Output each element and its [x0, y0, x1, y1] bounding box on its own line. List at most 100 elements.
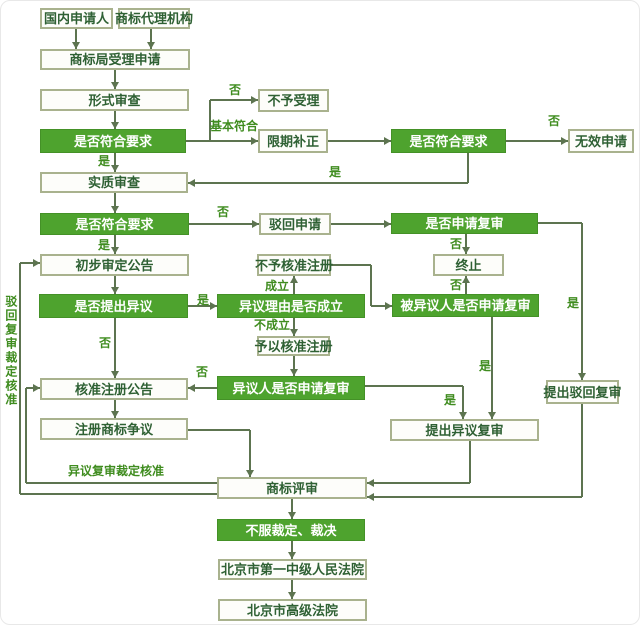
- arrow-head-icon: [111, 371, 119, 378]
- connector-line: [75, 29, 77, 49]
- node-domestic-applicant: 国内申请人: [40, 8, 113, 29]
- connector-line: [114, 111, 116, 129]
- connector-line: [465, 234, 467, 254]
- label-no-terminate-lower: 否: [449, 278, 463, 293]
- node-not-accepted: 不予受理: [258, 89, 329, 112]
- node-refuse-approve-registration: 不予核准注册: [255, 254, 333, 276]
- connector-line: [114, 276, 116, 294]
- arrow-head-icon: [111, 411, 119, 418]
- arrow-head-icon: [462, 247, 470, 254]
- node-file-rejection-review: 提出驳回复审: [544, 380, 622, 404]
- node-meets-requirements-1: 是否符合要求: [40, 129, 186, 153]
- connector-line: [331, 264, 371, 266]
- connector-line: [538, 222, 582, 224]
- connector-line: [370, 265, 372, 306]
- arrow-head-icon: [462, 276, 470, 283]
- label-yes-preliminary: 是: [97, 238, 111, 253]
- connector-line: [581, 404, 583, 497]
- node-substantive-examination: 实质审查: [40, 172, 188, 193]
- connector-line: [20, 262, 40, 264]
- connector-line: [293, 276, 295, 294]
- arrow-head-icon: [188, 384, 195, 392]
- arrow-head-icon: [459, 412, 467, 419]
- label-no-not-accepted: 否: [228, 83, 242, 98]
- connector-line: [188, 305, 217, 307]
- connector-line: [293, 356, 295, 376]
- arrow-head-icon: [367, 479, 374, 487]
- label-no-left: 否: [195, 365, 209, 380]
- connector-line: [581, 223, 583, 380]
- arrow-head-icon: [251, 96, 258, 104]
- arrow-head-icon: [288, 592, 296, 599]
- arrow-head-icon: [384, 220, 391, 228]
- node-office-accept-application: 商标局受理申请: [40, 49, 190, 70]
- label-yes-opposition: 是: [196, 293, 210, 308]
- connector-line: [150, 29, 152, 49]
- connector-line: [26, 482, 217, 484]
- connector-line: [114, 235, 116, 254]
- connector-line: [188, 387, 217, 389]
- connector-line: [114, 70, 116, 89]
- node-respondent-whether-apply-review: 被异议人是否申请复审: [392, 294, 539, 317]
- connector-line: [291, 580, 293, 599]
- arrow-head-icon: [111, 206, 119, 213]
- label-no-terminate-upper: 否: [449, 237, 463, 252]
- arrow-head-icon: [33, 259, 40, 267]
- connector-line: [188, 429, 250, 431]
- connector-line: [210, 140, 258, 142]
- arrow-head-icon: [488, 412, 496, 419]
- node-file-opposition-review: 提出异议复审: [390, 419, 539, 441]
- connector-line: [371, 305, 392, 307]
- label-not-established: 不成立: [253, 318, 291, 333]
- arrow-head-icon: [246, 470, 254, 477]
- arrow-head-icon: [290, 329, 298, 336]
- arrow-head-icon: [147, 42, 155, 49]
- node-formal-examination: 形式审查: [40, 89, 189, 111]
- label-opposition-review-ruling-approved: 异议复审裁定核准: [67, 464, 165, 479]
- node-invalid-application: 无效申请: [568, 129, 634, 153]
- connector-line: [114, 400, 116, 418]
- connector-line: [189, 223, 259, 225]
- arrow-head-icon: [251, 137, 258, 145]
- node-beijing-first-intermediate-court: 北京市第一中级人民法院: [218, 559, 367, 580]
- label-no-announcement: 否: [98, 336, 112, 351]
- node-opposition-grounds-established: 异议理由是否成立: [217, 294, 365, 318]
- arrow-head-icon: [33, 384, 40, 392]
- connector-line: [367, 496, 582, 498]
- arrow-head-icon: [111, 287, 119, 294]
- connector-line: [114, 153, 116, 172]
- node-trademark-review: 商标评审: [217, 477, 367, 499]
- label-established: 成立: [264, 279, 290, 294]
- label-yes-file-opposition-review-2: 是: [478, 359, 492, 374]
- label-yes-substantive: 是: [97, 154, 111, 169]
- connector-line: [291, 541, 293, 559]
- label-no-reject: 否: [216, 205, 230, 220]
- node-dissatisfied-ruling-decision: 不服裁定、裁决: [217, 519, 365, 541]
- connector-line: [186, 140, 210, 142]
- connector-line: [210, 99, 258, 101]
- connector-line: [19, 263, 21, 494]
- connector-line: [331, 223, 391, 225]
- node-registered-trademark-dispute: 注册商标争议: [40, 418, 188, 440]
- connector-line: [467, 153, 469, 183]
- arrow-head-icon: [111, 122, 119, 129]
- label-yes-right-column: 是: [566, 296, 580, 311]
- node-whether-opposition-raised: 是否提出异议: [39, 294, 188, 318]
- node-deadline-correction: 限期补正: [258, 129, 328, 153]
- arrow-head-icon: [111, 247, 119, 254]
- label-yes-file-opposition-review-1: 是: [443, 393, 457, 408]
- node-whether-apply-review: 是否申请复审: [391, 213, 538, 234]
- arrow-head-icon: [385, 302, 392, 310]
- connector-line: [20, 493, 217, 495]
- arrow-head-icon: [290, 276, 298, 283]
- connector-line: [469, 441, 471, 483]
- connector-line: [291, 499, 293, 519]
- node-opponent-whether-apply-review: 异议人是否申请复审: [217, 376, 365, 400]
- arrow-head-icon: [290, 369, 298, 376]
- arrow-head-icon: [72, 42, 80, 49]
- arrow-head-icon: [252, 220, 259, 228]
- connector-line: [465, 276, 467, 294]
- connector-line: [114, 193, 116, 213]
- connector-line: [249, 430, 251, 477]
